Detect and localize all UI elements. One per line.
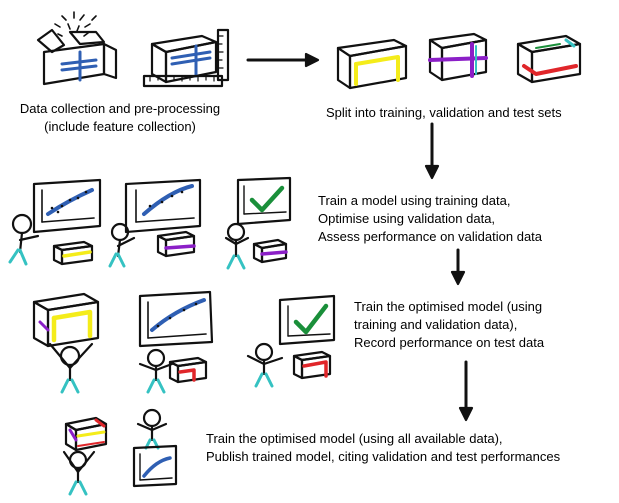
person-icon xyxy=(246,342,284,388)
arrow-icon xyxy=(458,360,474,422)
person-icon xyxy=(108,222,136,268)
open-box-icon xyxy=(36,11,118,86)
caption-line: Record performance on test data xyxy=(354,335,545,350)
person-icon xyxy=(8,213,40,266)
closed-box-icon xyxy=(150,34,218,84)
plot-board-icon xyxy=(138,290,214,348)
person-icon xyxy=(48,342,94,394)
arrow-icon xyxy=(246,52,320,68)
step1-caption: Data collection and pre-processing (incl… xyxy=(0,100,240,136)
step2-caption: Split into training, validation and test… xyxy=(326,104,562,122)
test-box-icon xyxy=(292,350,332,380)
checkmark-board-icon xyxy=(278,294,336,346)
test-box-icon xyxy=(64,416,108,452)
person-icon xyxy=(138,348,174,394)
person-icon xyxy=(136,408,168,450)
person-icon xyxy=(62,450,96,496)
caption-line: (include feature collection) xyxy=(44,119,196,134)
training-box-icon xyxy=(336,38,408,90)
caption-line: Split into training, validation and test… xyxy=(326,105,562,120)
training-box-icon xyxy=(32,292,100,348)
ruler-icon xyxy=(142,28,230,88)
arrow-icon xyxy=(450,248,466,286)
training-box-icon xyxy=(52,240,94,266)
step5-caption: Train the optimised model (using all ava… xyxy=(206,430,560,466)
person-icon xyxy=(224,222,250,270)
caption-line: Train the optimised model (using all ava… xyxy=(206,431,503,446)
validation-box-icon xyxy=(156,230,196,258)
caption-line: Optimise using validation data, xyxy=(318,211,496,226)
caption-line: Publish trained model, citing validation… xyxy=(206,449,561,464)
test-box-icon xyxy=(168,356,208,384)
caption-line: Assess performance on validation data xyxy=(318,229,543,244)
validation-box-icon xyxy=(428,32,488,82)
plot-board-icon xyxy=(124,178,202,234)
test-box-icon xyxy=(516,34,582,84)
caption-line: Train a model using training data, xyxy=(318,193,511,208)
arrow-icon xyxy=(424,122,440,180)
caption-line: Data collection and pre-processing xyxy=(19,101,221,116)
checkmark-board-icon xyxy=(236,176,292,226)
caption-line: Train the optimised model (using xyxy=(354,299,543,314)
plot-board-icon xyxy=(32,178,102,234)
step4-caption: Train the optimised model (using trainin… xyxy=(354,298,544,352)
validation-box-icon xyxy=(252,238,288,264)
plot-board-icon xyxy=(132,444,178,488)
step3-caption: Train a model using training data, Optim… xyxy=(318,192,542,246)
caption-line: training and validation data), xyxy=(354,317,518,332)
